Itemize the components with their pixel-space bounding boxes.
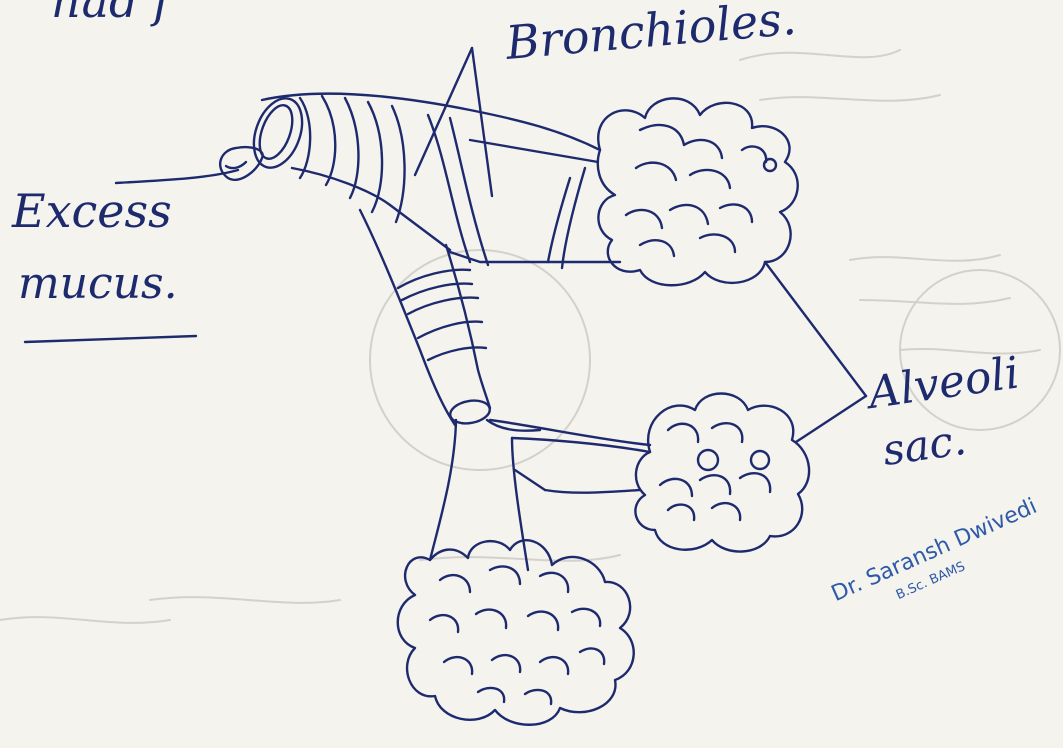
- heading-partial-text: had f: [52, 0, 170, 24]
- sac-label: sac.: [880, 419, 969, 472]
- main-bronchus: [360, 210, 650, 570]
- upper-bronchus: [245, 92, 620, 268]
- mucus-underline: [25, 336, 196, 342]
- mucus-label: mucus.: [18, 262, 178, 306]
- alveoli-pointer: [765, 262, 866, 442]
- mucus-leader-line: [116, 170, 238, 183]
- alveoli-cluster-lower: [398, 540, 634, 725]
- bronchioles-pointer: [415, 48, 492, 196]
- alveoli-cluster-right: [635, 394, 809, 552]
- alveoli-cluster-upper: [598, 98, 798, 285]
- mucus-blob: [220, 147, 263, 180]
- excess-label: Excess: [12, 188, 172, 234]
